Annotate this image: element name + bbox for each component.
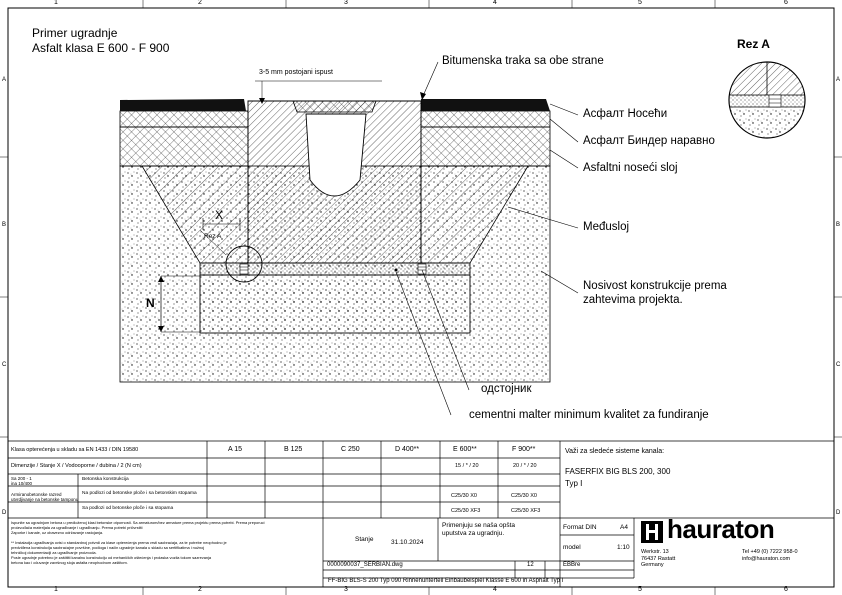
grid-col-3-top: 3 [344,0,348,6]
class-f900: F 900** [512,446,536,453]
system-type: Typ I [565,479,583,488]
file-name: 0000090037_SERBIAN.dwg [327,562,403,568]
format-label: Format DIN [563,524,597,531]
note-line-5: ** Instalacija ugrađivanja ovisi o stand… [11,540,227,545]
note-line-3: Zaporke i kanale, uz obavezno održavanje… [11,530,104,535]
grid-col-6-bottom: 6 [784,586,788,593]
note-line-6: predviđena konstrukcija saobraćajne povr… [11,545,205,550]
row3-f900: C25/30 XF3 [511,508,541,514]
row1-label: Dimenzije / Stanje X / Vodooporne / dubi… [11,463,142,469]
grid-row-d-right: D [836,510,841,516]
callout-interlayer: Međusloj [583,221,630,233]
callout-asphalt-binder: Асфалт Биндер наравно [583,135,715,147]
file-code: EBBre [563,562,581,568]
grid-col-1-top: 1 [54,0,58,6]
grid-col-5-bottom: 5 [638,586,642,593]
grid-row-c-left: C [2,362,7,368]
detail-rez-a [728,61,806,139]
general-note: Primenjuju se naša opšta uputstva za ugr… [442,522,515,537]
contact-block: Tel +49 (0) 7222 958-0 info@hauraton.com [742,549,798,562]
callout-spacer: одстојник [481,383,532,395]
system-name: FASERFIX BIG BLS 200, 300 [565,467,671,476]
row2a-label: Sa 200 - 1 ina 10/400 [11,476,33,486]
x-dimension-label: X [215,208,224,222]
row1-f900: 20 / * / 20 [513,463,537,469]
gap-note: 3-5 mm postojani ispust [259,69,333,76]
callout-bearing-line-1: Nosivost konstrukcije prema [583,280,727,292]
note-line-8: Posle ugradnje potrebno je zaštititi kan… [11,555,212,560]
address-line-1: Werkstr. 13 [641,549,669,555]
grid-col-3-bottom: 3 [344,586,348,593]
address-line-2: 76437 Rastatt [641,555,676,562]
grid-col-2-bottom: 2 [198,586,202,593]
row2b-f900: C25/30 X0 [511,493,537,499]
callout-mortar: cementni malter minimum kvalitet za fund… [469,409,709,421]
grid-col-4-bottom: 4 [493,586,497,593]
callout-asphalt-wearing: Асфалт Носећи [583,108,668,120]
row1-e600: 15 / * / 20 [455,463,479,469]
format-value: A4 [620,524,628,531]
row2b-label: Armiranobetonske razred utvrdjivanje na … [11,492,79,502]
status-date: 31.10.2024 [391,539,424,546]
row3-e600: C25/30 XF3 [451,508,481,514]
grid-col-1-bottom: 1 [54,586,58,593]
note-line-9: betona kao i očuvanje završnog sloja asf… [11,560,128,565]
grid-row-a-left: A [2,77,7,83]
detail-title: Rez A [737,37,770,51]
title-line-1: Primer ugradnje [32,26,118,40]
row3-mid: Sa podlozi od betonske ploče i sa stopam… [82,506,174,511]
class-b125: B 125 [284,446,303,453]
contact-phone: Tel +49 (0) 7222 958-0 [742,549,798,555]
installation-notes: Ispunite sa ugradnjom betona u predložen… [11,520,321,565]
hauraton-logo-text: hauraton [667,514,775,544]
grid-col-6-top: 6 [784,0,788,6]
title-line-2: Asfalt klasa E 600 - F 900 [32,41,170,55]
row2b-e600: C25/30 X0 [451,493,477,499]
class-d400: D 400** [395,446,420,453]
callout-bitumen-strip: Bitumenska traka sa obe strane [442,55,604,67]
grid-col-4-top: 4 [493,0,497,6]
note-line-7: tehničkoj dokumentaciji za ugrađivanje p… [11,550,97,555]
address-block: Werkstr. 13 76437 Rastatt Germany [641,549,675,569]
grid-row-d-left: D [2,510,7,516]
grid-col-2-top: 2 [198,0,202,6]
table-header-left: Klasa opterećenja u skladu sa EN 1433 / … [11,447,139,453]
file-number: 12 [527,562,534,568]
class-e600: E 600** [453,446,477,453]
grid-row-b-right: B [836,222,841,228]
contact-email: info@hauraton.com [742,555,791,562]
cross-section-drawing [119,61,579,416]
scale-label: model [563,544,581,551]
row2a-mid: Betonska konstrukcija [82,477,129,482]
class-c250: C 250 [341,446,360,453]
note-line-1: Ispunite sa ugradnjom betona u predložen… [11,520,265,525]
n-dimension-label: N [146,296,155,310]
grid-row-b-left: B [2,222,7,228]
note-line-2: proizvođača materijala za ugrađivanje i … [11,525,143,530]
hauraton-logo-icon [641,521,663,543]
grid-row-a-right: A [836,77,841,83]
footer-description: FF-BIG BLS-S 200 Typ 090 Rinnenunterteil… [328,578,564,584]
rez-a-small-label: Rez A [204,233,222,240]
grid-row-c-right: C [836,362,841,368]
callout-bearing-line-2: zahtevima projekta. [583,294,683,306]
grid-col-5-top: 5 [638,0,642,6]
valid-systems-title: Važi za sledeće sisteme kanala: [565,448,665,455]
scale-value: 1:10 [617,544,630,551]
row2b-mid: Na podlozi od betonske ploče i sa betons… [82,491,197,496]
status-label: Stanje [355,536,374,543]
class-a15: A 15 [228,446,243,453]
callout-asphalt-base: Asfaltni noseći sloj [583,162,678,174]
address-line-3: Germany [641,562,664,568]
